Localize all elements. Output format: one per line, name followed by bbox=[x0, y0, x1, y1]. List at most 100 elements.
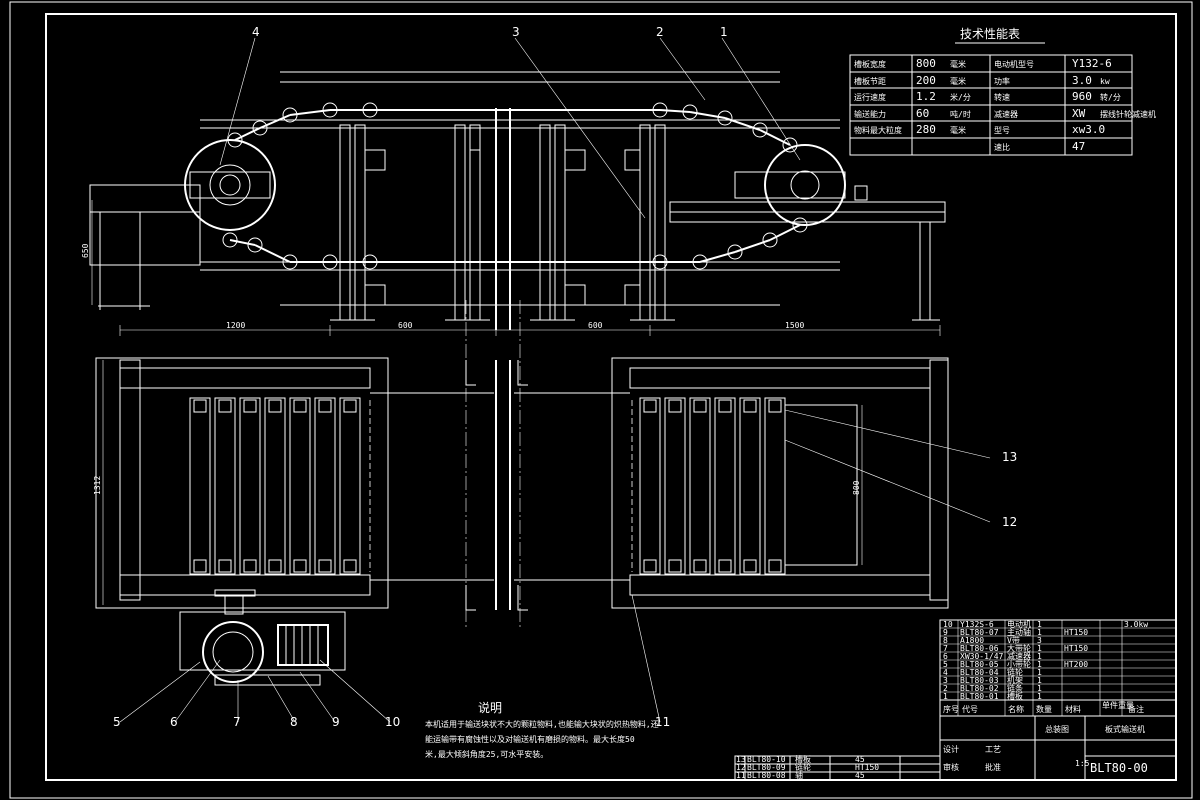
chain-roller bbox=[782, 137, 798, 153]
slat-bracket bbox=[243, 399, 257, 413]
slat-bracket bbox=[643, 559, 657, 573]
bom-cell: BLT80-02 bbox=[960, 684, 999, 693]
dim-1312: 1312 bbox=[93, 476, 102, 495]
signoff-approve: 批准 bbox=[985, 762, 1001, 772]
chain-link bbox=[289, 109, 331, 116]
bom-cell: 1 bbox=[1037, 628, 1042, 637]
chain-roller bbox=[727, 244, 743, 260]
slat-bracket bbox=[643, 399, 657, 413]
slat-bracket bbox=[768, 559, 782, 573]
chain-link bbox=[254, 244, 291, 263]
spec-cell: 槽板宽度 bbox=[854, 59, 886, 69]
spec-cell: 速比 bbox=[994, 142, 1010, 152]
bom-cell: HT150 bbox=[1064, 628, 1088, 637]
pan-slat bbox=[764, 397, 786, 575]
bom-left-cell: 12 bbox=[736, 763, 746, 772]
spec-cell: 型号 bbox=[994, 126, 1010, 135]
bom-cell: V带 bbox=[1007, 636, 1020, 645]
slat-bracket bbox=[268, 559, 282, 573]
chain-link bbox=[259, 114, 291, 129]
pan-slat bbox=[714, 397, 736, 575]
bom-left-cell: 13 bbox=[736, 755, 746, 764]
balloon-4: 4 bbox=[252, 25, 260, 39]
right-sprocket bbox=[764, 144, 846, 226]
dim-800: 800 bbox=[852, 480, 861, 495]
leader-lines bbox=[119, 37, 991, 723]
dim-600a: 600 bbox=[398, 321, 413, 330]
bom-left-cell: BLT80-10 bbox=[747, 755, 786, 764]
bom-cell: 链轮 bbox=[1007, 667, 1023, 677]
pan-slat bbox=[264, 397, 286, 575]
bom-cell: 减速器 bbox=[1007, 651, 1031, 661]
chain-link bbox=[734, 239, 771, 253]
bom-cell: BLT80-01 bbox=[960, 692, 999, 701]
bom-left-cell: HT150 bbox=[855, 763, 879, 772]
bom-left-cell: 45 bbox=[855, 755, 865, 764]
dim-650: 650 bbox=[81, 243, 90, 258]
spec-cell: xw3.0 bbox=[1072, 123, 1105, 136]
bom-cell: 1 bbox=[1037, 684, 1042, 693]
bom-cell: 1 bbox=[1037, 620, 1042, 629]
slat-bracket bbox=[668, 399, 682, 413]
chain-roller bbox=[792, 217, 808, 233]
spec-cell: 摆线针轮减速机 bbox=[1100, 109, 1156, 119]
spec-cell: 1.2 bbox=[916, 90, 936, 103]
balloon-10: 10 bbox=[385, 715, 400, 729]
chain-roller bbox=[717, 110, 733, 126]
bom-cell: 槽板 bbox=[1007, 691, 1023, 701]
bom-hdr-code: 代号 bbox=[962, 704, 978, 714]
frame-posts bbox=[330, 124, 675, 321]
bom-cell: 6 bbox=[943, 652, 948, 661]
spec-cell: 毫米 bbox=[950, 125, 966, 135]
slat-bracket bbox=[768, 399, 782, 413]
slat-bracket bbox=[718, 399, 732, 413]
chain-link bbox=[769, 224, 801, 241]
pan-slat bbox=[639, 397, 661, 575]
slat-bracket bbox=[343, 399, 357, 413]
bom-cell: 4 bbox=[943, 668, 948, 677]
slat-bracket bbox=[218, 399, 232, 413]
balloon-1: 1 bbox=[720, 25, 728, 39]
balloon-2: 2 bbox=[656, 25, 664, 39]
bom-cell: 1 bbox=[1037, 692, 1042, 701]
bom-cell: HT150 bbox=[1064, 644, 1088, 653]
drawing-scale: 1:5 bbox=[1075, 759, 1090, 768]
drive-unit bbox=[179, 589, 346, 686]
bom-cell: 9 bbox=[943, 628, 948, 637]
bom-left-cell: 轴 bbox=[795, 770, 803, 780]
pan-slat bbox=[314, 397, 336, 575]
spec-cell: 转/分 bbox=[1100, 92, 1121, 102]
slat-bracket bbox=[193, 399, 207, 413]
bom-hdr-note: 备注 bbox=[1128, 704, 1144, 714]
spec-cell: 毫米 bbox=[950, 59, 966, 69]
bom-cell: 7 bbox=[943, 644, 948, 653]
pan-slat bbox=[189, 397, 211, 575]
spec-cell: 960 bbox=[1072, 90, 1092, 103]
outer-frame bbox=[9, 1, 1193, 799]
slat-bracket bbox=[743, 399, 757, 413]
slat-bracket bbox=[743, 559, 757, 573]
slat-bracket bbox=[668, 559, 682, 573]
balloon-8: 8 bbox=[290, 715, 298, 729]
drawing-title: 板式输送机 bbox=[1105, 724, 1145, 734]
assembly-label: 总装图 bbox=[1045, 724, 1069, 734]
balloon-12: 12 bbox=[1002, 515, 1017, 529]
spec-cell: Y132-6 bbox=[1072, 57, 1112, 70]
spec-cell: 200 bbox=[916, 74, 936, 87]
bom-cell: 1 bbox=[943, 692, 948, 701]
chain-top bbox=[227, 102, 798, 153]
signoff-review: 审核 bbox=[943, 762, 959, 772]
slat-bracket bbox=[318, 399, 332, 413]
bom-cell: 小带轮 bbox=[1007, 659, 1031, 669]
bom-cell: BLT80-03 bbox=[960, 676, 999, 685]
pan-slat bbox=[739, 397, 761, 575]
slat-bracket bbox=[343, 559, 357, 573]
bom-cell: XW30-1/47 bbox=[960, 652, 1004, 661]
notes-line2: 能运输带有腐蚀性以及对输送机有磨损的物料。最大长度50 bbox=[425, 734, 635, 744]
bom-cell: 5 bbox=[943, 660, 948, 669]
chain-link bbox=[759, 129, 791, 146]
bom-hdr-weight: 单件重量 bbox=[1102, 700, 1134, 710]
bom-cell: 10 bbox=[943, 620, 953, 629]
slat-bracket bbox=[193, 559, 207, 573]
